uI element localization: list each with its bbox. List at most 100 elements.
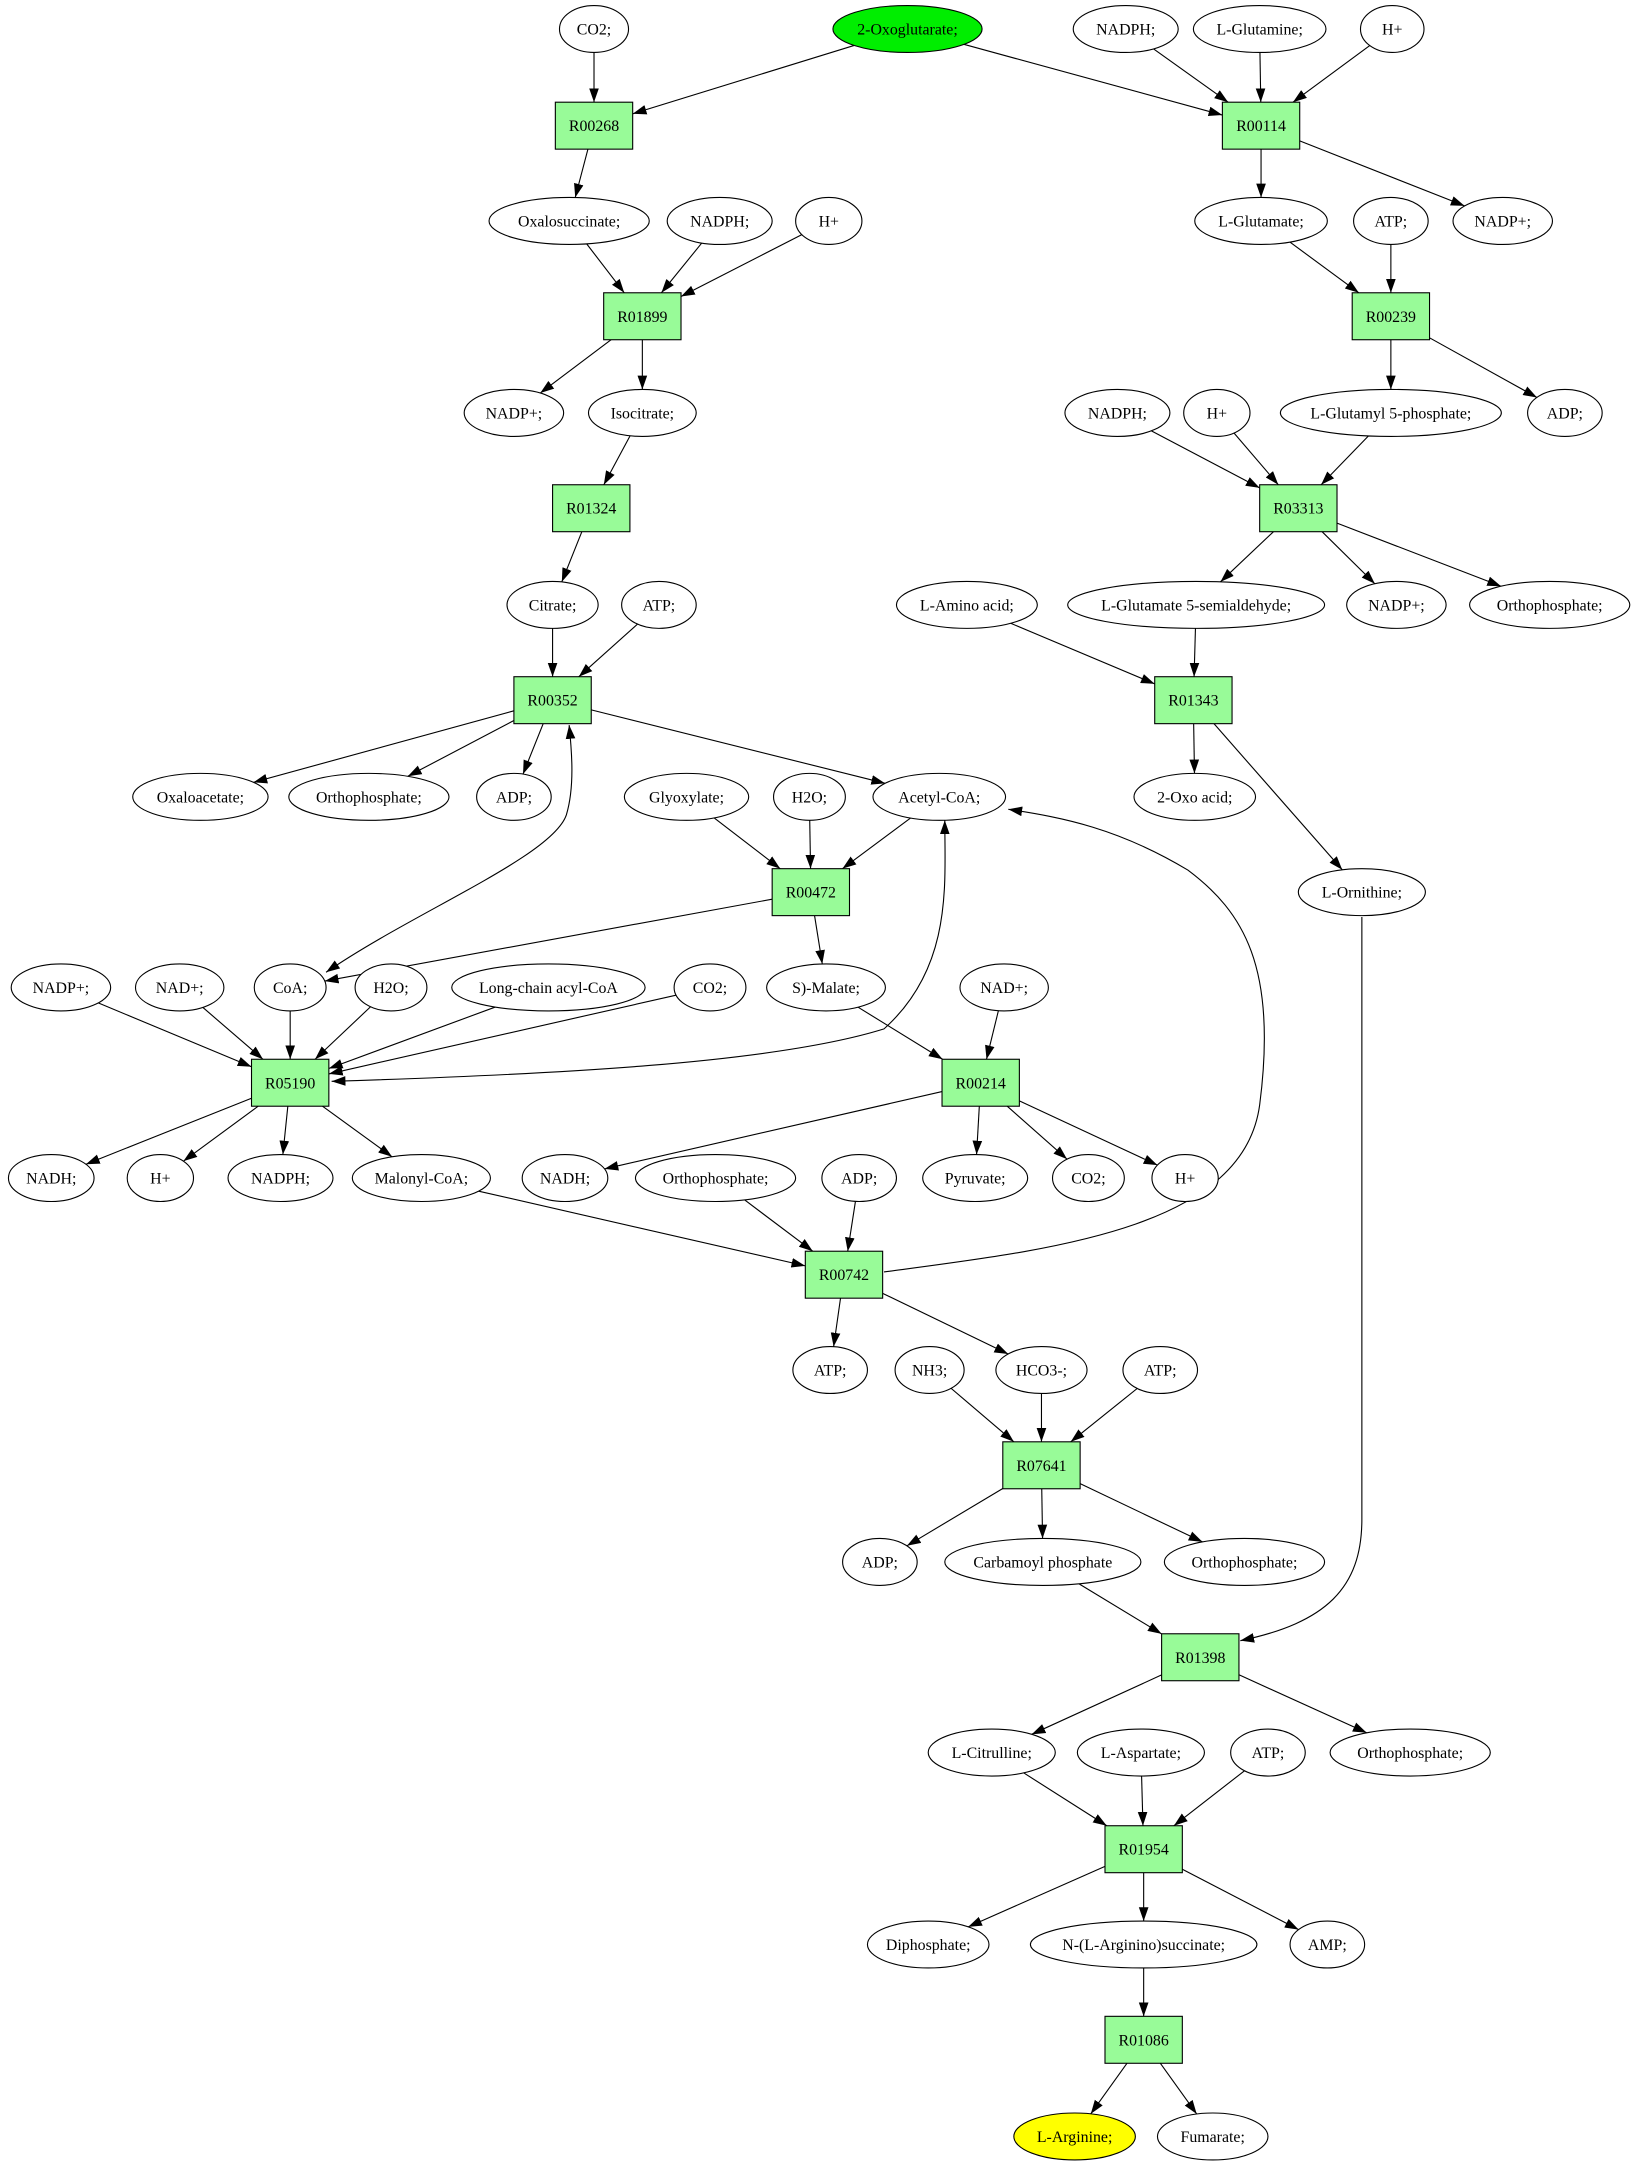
- compound-node-smalate[interactable]: S)-Malate;: [766, 963, 886, 1012]
- compound-node-amp[interactable]: AMP;: [1289, 1920, 1366, 1969]
- compound-node-lg5sa[interactable]: L-Glutamate 5-semialdehyde;: [1067, 580, 1326, 629]
- node-label: Long-chain acyl-CoA: [479, 980, 618, 997]
- compound-node-nadph_a[interactable]: NADPH;: [1072, 4, 1179, 54]
- compound-node-pi_b[interactable]: Orthophosphate;: [288, 772, 450, 821]
- compound-node-oxaloacetate[interactable]: Oxaloacetate;: [132, 772, 269, 821]
- reaction-node-R01324[interactable]: R01324: [552, 484, 631, 533]
- compound-node-lcitrulline[interactable]: L-Citrulline;: [927, 1728, 1056, 1777]
- compound-node-citrate[interactable]: Citrate;: [506, 580, 599, 629]
- reaction-node-R00742[interactable]: R00742: [804, 1250, 884, 1299]
- compound-node-atp_c[interactable]: ATP;: [792, 1345, 869, 1395]
- compound-node-nadp_c[interactable]: NADP+;: [1346, 580, 1447, 629]
- compound-node-nadph_c[interactable]: NADPH;: [1064, 388, 1171, 437]
- reaction-node-R00214[interactable]: R00214: [941, 1058, 1020, 1107]
- compound-node-co2_b[interactable]: CO2;: [673, 963, 747, 1012]
- reaction-node-R07641[interactable]: R07641: [1002, 1441, 1081, 1490]
- compound-node-pyruvate[interactable]: Pyruvate;: [922, 1153, 1029, 1203]
- compound-node-nadp_b[interactable]: NADP+;: [463, 388, 565, 437]
- node-label: Diphosphate;: [886, 1937, 971, 1954]
- reaction-node-R05190[interactable]: R05190: [250, 1058, 330, 1107]
- compound-ellipse: [351, 1153, 491, 1203]
- compound-node-atp_a[interactable]: ATP;: [1353, 196, 1429, 245]
- compound-node-lglutamine[interactable]: L-Glutamine;: [1192, 4, 1327, 54]
- compound-node-glyoxylate[interactable]: Glyoxylate;: [623, 772, 750, 821]
- node-label: R00472: [786, 885, 836, 902]
- compound-node-lg5p[interactable]: L-Glutamyl 5-phosphate;: [1279, 388, 1502, 437]
- compound-node-nad_a[interactable]: NAD+;: [134, 963, 225, 1012]
- compound-node-adp_d[interactable]: ADP;: [842, 1537, 918, 1586]
- compound-node-nadph_b[interactable]: NADPH;: [666, 196, 773, 245]
- compound-node-malonylcoa[interactable]: Malonyl-CoA;: [351, 1153, 491, 1203]
- reaction-node-R00114[interactable]: R00114: [1221, 101, 1301, 150]
- reaction-node-R01343[interactable]: R01343: [1154, 676, 1233, 725]
- compound-node-hco3[interactable]: HCO3-;: [995, 1345, 1088, 1395]
- compound-node-nadph_d[interactable]: NADPH;: [227, 1153, 334, 1203]
- node-label: Glyoxylate;: [649, 789, 724, 806]
- compound-node-h2o_b[interactable]: H2O;: [354, 963, 428, 1012]
- compound-ellipse: [666, 196, 773, 245]
- reaction-node-R01398[interactable]: R01398: [1161, 1633, 1240, 1682]
- compound-node-laspartate[interactable]: L-Aspartate;: [1076, 1728, 1205, 1777]
- node-label: NADPH;: [1096, 22, 1155, 39]
- node-label: NADP+;: [1474, 213, 1531, 230]
- reaction-node-R00239[interactable]: R00239: [1351, 292, 1431, 341]
- compound-node-acetylcoa[interactable]: Acetyl-CoA;: [872, 772, 1007, 821]
- compound-node-nad_b[interactable]: NAD+;: [959, 963, 1049, 1012]
- edge-h_b-to-R01899: [680, 234, 803, 298]
- reaction-node-R01086[interactable]: R01086: [1104, 2015, 1183, 2064]
- reaction-node-R00268[interactable]: R00268: [554, 101, 634, 150]
- compound-ellipse: [1072, 4, 1179, 54]
- compound-node-lglutamate[interactable]: L-Glutamate;: [1194, 196, 1328, 245]
- reaction-node-R01954[interactable]: R01954: [1104, 1825, 1183, 1874]
- compound-node-oxoglut[interactable]: 2-Oxoglutarate;: [832, 4, 983, 54]
- compound-node-larginine[interactable]: L-Arginine;: [1013, 2112, 1136, 2161]
- compound-node-atp_d[interactable]: ATP;: [1122, 1345, 1199, 1395]
- compound-node-lornithine[interactable]: L-Ornithine;: [1297, 868, 1426, 917]
- compound-node-h_b[interactable]: H+: [795, 196, 863, 245]
- compound-node-h2o_a[interactable]: H2O;: [772, 772, 846, 821]
- compound-node-laminoacid[interactable]: L-Amino acid;: [895, 580, 1038, 629]
- node-label: L-Glutamate;: [1218, 213, 1304, 230]
- compound-node-carbamoylp[interactable]: Carbamoyl phosphate: [944, 1537, 1142, 1586]
- compound-node-atp_e[interactable]: ATP;: [1230, 1728, 1306, 1777]
- reaction-node-R00352[interactable]: R00352: [513, 676, 592, 725]
- compound-node-h_a[interactable]: H+: [1359, 4, 1425, 54]
- reaction-node-R01899[interactable]: R01899: [603, 292, 682, 341]
- node-label: NADH;: [26, 1171, 76, 1188]
- edge-R00268-to-oxalosucc: [574, 149, 589, 198]
- edge-lglutamine-to-R00114: [1255, 52, 1266, 103]
- compound-ellipse: [253, 963, 327, 1012]
- compound-node-co2_c[interactable]: CO2;: [1051, 1153, 1125, 1203]
- compound-node-oxoacid[interactable]: 2-Oxo acid;: [1133, 772, 1257, 821]
- compound-node-adp_b[interactable]: ADP;: [476, 772, 552, 821]
- compound-node-nadp_d[interactable]: NADP+;: [10, 963, 112, 1012]
- compound-node-nadp_a[interactable]: NADP+;: [1452, 196, 1554, 245]
- edge-R00352-to-acetylcoa: [591, 709, 886, 785]
- compound-node-adp_c[interactable]: ADP;: [821, 1153, 898, 1203]
- compound-node-pi_d[interactable]: Orthophosphate;: [1163, 1537, 1326, 1586]
- compound-node-pi_c[interactable]: Orthophosphate;: [634, 1153, 797, 1203]
- compound-node-nh3[interactable]: NH3;: [894, 1345, 965, 1395]
- compound-node-nargsucc[interactable]: N-(L-Arginino)succinate;: [1029, 1920, 1258, 1969]
- reaction-node-R03313[interactable]: R03313: [1259, 484, 1338, 533]
- compound-node-pi_e[interactable]: Orthophosphate;: [1329, 1728, 1491, 1777]
- compound-node-isocitrate[interactable]: Isocitrate;: [587, 388, 697, 437]
- compound-node-lcacoa[interactable]: Long-chain acyl-CoA: [451, 963, 646, 1012]
- compound-node-nadh_a[interactable]: NADH;: [7, 1153, 95, 1203]
- reaction-node-R00472[interactable]: R00472: [771, 868, 851, 917]
- compound-node-h_e[interactable]: H+: [1151, 1153, 1219, 1203]
- compound-node-pi_a[interactable]: Orthophosphate;: [1469, 580, 1631, 629]
- compound-node-h_d[interactable]: H+: [126, 1153, 195, 1203]
- node-label: Carbamoyl phosphate: [973, 1554, 1112, 1571]
- compound-node-oxalosucc[interactable]: Oxalosuccinate;: [488, 196, 650, 245]
- node-label: H+: [819, 213, 839, 230]
- edge-R00214-to-pyruvate: [972, 1106, 983, 1155]
- compound-node-diphosphate[interactable]: Diphosphate;: [866, 1920, 990, 1969]
- compound-node-atp_b[interactable]: ATP;: [621, 580, 697, 629]
- compound-node-adp_a[interactable]: ADP;: [1527, 388, 1603, 437]
- compound-node-fumarate[interactable]: Fumarate;: [1156, 2112, 1269, 2161]
- compound-node-coa[interactable]: CoA;: [253, 963, 327, 1012]
- compound-node-h_c[interactable]: H+: [1183, 388, 1251, 437]
- compound-node-nadh_b[interactable]: NADH;: [521, 1153, 609, 1203]
- compound-node-co2_a[interactable]: CO2;: [558, 4, 630, 54]
